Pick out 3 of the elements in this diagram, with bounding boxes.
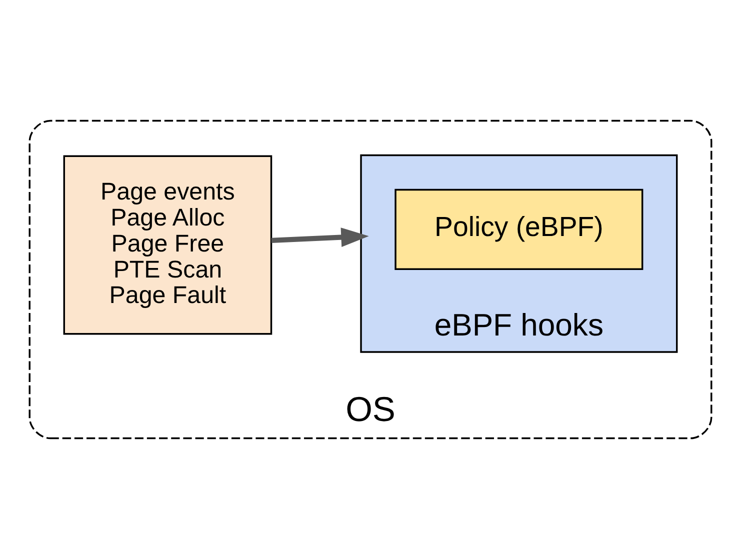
arrow	[271, 228, 369, 247]
node-box: Page events Page Alloc Page Free PTE Scan Page Fault	[63, 155, 272, 335]
node-box: Policy (eBPF)	[394, 188, 644, 270]
